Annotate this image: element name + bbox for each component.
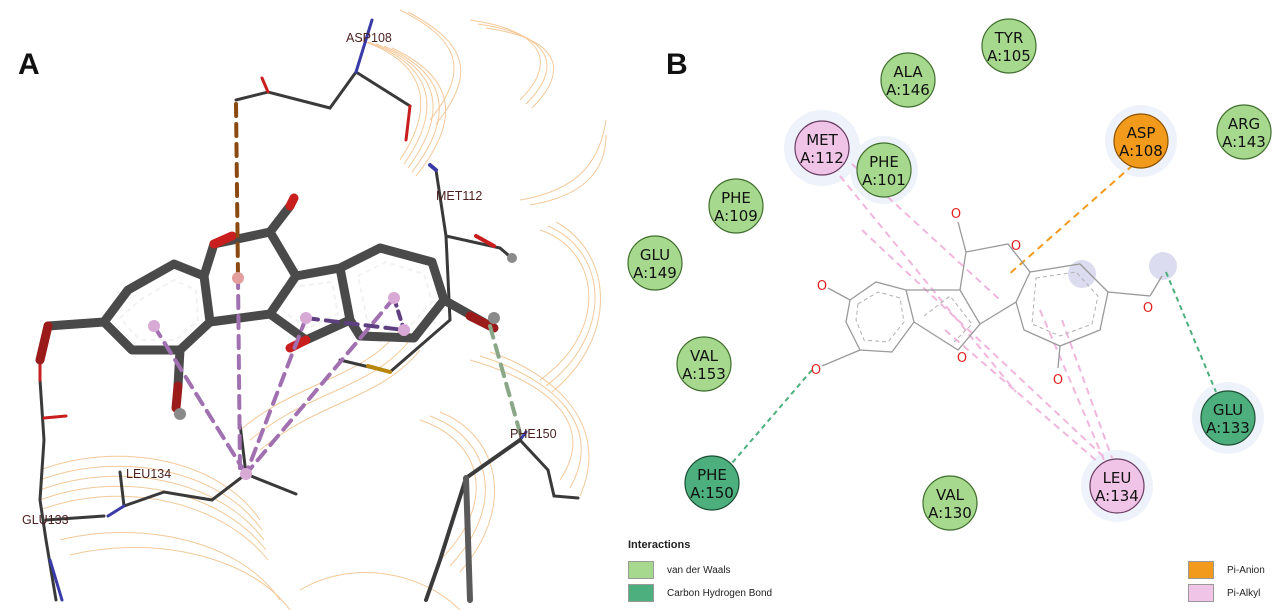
- panel-b-letter: B: [666, 48, 688, 81]
- ligand-2d-atoms: O O O O O O O: [811, 207, 1153, 388]
- oxygen-atom-1: O: [951, 207, 961, 222]
- residue-name-arg143: ARG: [1228, 115, 1260, 133]
- panel-b-2d-map: B: [627, 18, 1272, 531]
- residue-chain-glu149: A:149: [633, 264, 677, 282]
- residue-circle-tyr105: [981, 18, 1037, 74]
- legend-item-vdw: van der Waals: [628, 559, 731, 581]
- residue-name-met112: MET: [806, 131, 838, 149]
- residue-name-ala146: ALA: [893, 63, 923, 81]
- ligand-hydrogen-1: [174, 408, 186, 420]
- oxygen-atom-5: O: [1011, 239, 1021, 254]
- residue-circle-leu134: [1089, 458, 1145, 514]
- residue-name-glu149: GLU: [640, 246, 670, 264]
- legend-swatch-vdw: [628, 561, 654, 579]
- ligand-sticks: [43, 201, 495, 391]
- residue-glu133-sticks: [38, 358, 106, 602]
- residue-circle-met112: [794, 120, 850, 176]
- residue-leu134-sticks: [106, 422, 298, 518]
- residue-chain-phe109: A:109: [714, 207, 758, 225]
- legend-item-chb: Carbon Hydrogen Bond: [628, 582, 772, 604]
- residue-chain-phe150: A:150: [690, 484, 734, 502]
- label-met112: MET112: [436, 189, 482, 203]
- residue-circle-val130: [922, 475, 978, 531]
- residue-chain-glu133: A:133: [1206, 419, 1250, 437]
- residue-chain-tyr105: A:105: [987, 47, 1031, 65]
- label-asp108: ASP108: [346, 31, 392, 45]
- residue-chain-val130: A:130: [928, 504, 972, 522]
- legend-swatch-pialkyl: [1188, 584, 1214, 602]
- legend-item-pianion: Pi-Anion: [1188, 559, 1265, 581]
- residue-circle-phe109: [708, 178, 764, 234]
- residue-name-val130: VAL: [936, 486, 965, 504]
- residue-circle-phe101: [856, 142, 912, 198]
- residue-circle-asp108: [1113, 113, 1169, 169]
- residue-name-tyr105: TYR: [994, 29, 1024, 47]
- label-phe150: PHE150: [510, 427, 557, 441]
- residue-chain-phe101: A:101: [862, 171, 906, 189]
- residue-circle-phe150: [684, 455, 740, 511]
- residue-chain-leu134: A:134: [1095, 487, 1139, 505]
- legend-label-vdw: van der Waals: [667, 564, 731, 576]
- residue-circle-arg143: [1216, 104, 1272, 160]
- legend-item-pialkyl: Pi-Alkyl: [1188, 582, 1260, 604]
- residue-circle-glu133: [1200, 390, 1256, 446]
- legend-title: Interactions: [628, 539, 691, 551]
- panel-a-letter: A: [18, 48, 40, 81]
- panel-a-interactions: [152, 102, 524, 476]
- legend-label-chb: Carbon Hydrogen Bond: [667, 587, 773, 599]
- legend-swatch-pianion: [1188, 561, 1214, 579]
- residue-met112-sticks: [338, 163, 516, 374]
- residue-name-asp108: ASP: [1127, 124, 1156, 142]
- residue-chain-arg143: A:143: [1222, 133, 1266, 151]
- ligand-2d-aromatic: [855, 271, 1099, 343]
- oxygen-atom-2: O: [817, 279, 827, 294]
- oxygen-atom-4: O: [957, 351, 967, 366]
- residue-chain-val153: A:153: [682, 365, 726, 383]
- panel-a-3d-view: ASP108 MET112 PHE150 LEU134 GLU133 A: [18, 9, 607, 610]
- residue-circle-ala146: [880, 52, 936, 108]
- residue-name-glu133: GLU: [1213, 401, 1243, 419]
- ligand-hydrogen-2: [488, 312, 500, 324]
- residue-circle-glu149: [627, 235, 683, 291]
- pi-centroids: [148, 272, 410, 480]
- panel-b-interactions: [725, 163, 1217, 471]
- residue-name-phe109: PHE: [721, 189, 751, 207]
- residue-chain-asp108: A:108: [1119, 142, 1163, 160]
- legend-label-pialkyl: Pi-Alkyl: [1227, 587, 1261, 599]
- oxygen-atom-6: O: [1143, 301, 1153, 316]
- ligand-2d-structure: [821, 221, 1163, 369]
- oxygen-atom-7: O: [1053, 373, 1063, 388]
- legend-label-pianion: Pi-Anion: [1227, 564, 1265, 576]
- residue-chain-met112: A:112: [800, 149, 844, 167]
- protein-ribbon: [39, 9, 607, 610]
- residue-phe150-sticks: [424, 430, 580, 603]
- residue-chain-ala146: A:146: [886, 81, 930, 99]
- residue-name-val153: VAL: [690, 347, 719, 365]
- label-leu134: LEU134: [126, 467, 171, 481]
- residue-asp108-sticks: [234, 18, 412, 142]
- residue-name-phe150: PHE: [697, 466, 727, 484]
- residue-circle-val153: [676, 336, 732, 392]
- oxygen-atom-3: O: [811, 363, 821, 378]
- legend-swatch-chb: [628, 584, 654, 602]
- residue-name-phe101: PHE: [869, 153, 899, 171]
- met112-hydrogen: [507, 253, 517, 263]
- residue-name-leu134: LEU: [1103, 469, 1132, 487]
- label-glu133: GLU133: [22, 513, 69, 527]
